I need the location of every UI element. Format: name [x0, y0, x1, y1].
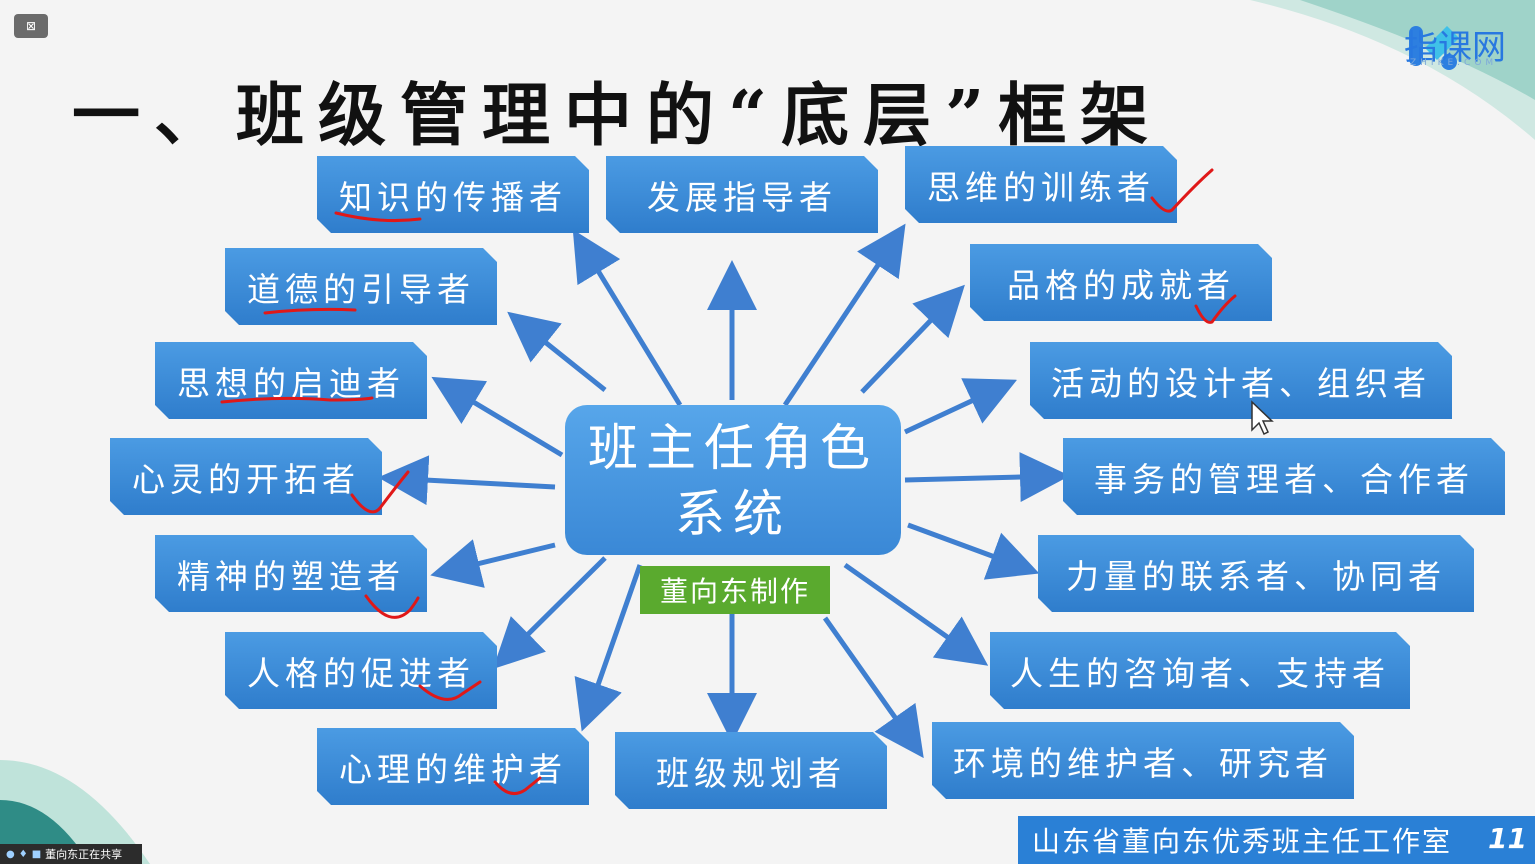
role-label: 思想的启迪者 [177, 363, 405, 403]
role-label: 事务的管理者、合作者 [1094, 459, 1474, 499]
role-box-life: 人生的咨询者、支持者 [990, 632, 1410, 709]
role-label: 发展指导者 [647, 177, 837, 217]
check-annotation [1150, 168, 1214, 213]
screen-share-icon: ■ [31, 848, 42, 860]
user-icon: ● [6, 848, 15, 860]
underline-annotation [263, 307, 357, 315]
role-label: 环境的维护者、研究者 [953, 743, 1333, 783]
role-label: 力量的联系者、协同者 [1066, 556, 1446, 596]
underline-annotation [334, 211, 422, 223]
underline-annotation [220, 396, 374, 404]
role-label: 心理的维护者 [339, 749, 567, 789]
page-number: 11 [1488, 822, 1527, 855]
arrow [843, 562, 989, 666]
role-box-knowledge: 知识的传播者 [317, 156, 589, 233]
arrow [430, 539, 556, 588]
role-box-psychology: 心理的维护者 [317, 728, 589, 805]
role-label: 思维的训练者 [927, 167, 1155, 207]
center-line1: 班主任角色 [588, 419, 878, 477]
arrow [907, 522, 1040, 580]
role-label: 心灵的开拓者 [132, 459, 360, 499]
role-label: 知识的传播者 [339, 177, 567, 217]
share-status-text: 董向东正在共享 [45, 848, 123, 861]
role-box-spirit: 精神的塑造者 [155, 535, 427, 612]
role-label: 活动的设计者、组织者 [1051, 363, 1431, 403]
footer-bar [1018, 816, 1535, 864]
check-annotation [1194, 294, 1237, 324]
role-box-environment: 环境的维护者、研究者 [932, 722, 1354, 799]
footer-text: 山东省董向东优秀班主任工作室 [1032, 825, 1453, 858]
logo-sub: ZHIKE.COM [1410, 58, 1498, 68]
role-box-soul: 心灵的开拓者 [110, 438, 382, 515]
role-label: 班级规划者 [656, 753, 846, 793]
arrow [431, 376, 564, 458]
role-box-forces: 力量的联系者、协同者 [1038, 535, 1474, 612]
check-annotation [493, 776, 542, 796]
slide-title: 一、班级管理中的“底层”框架 [72, 76, 1163, 156]
role-box-thinking: 思维的训练者 [905, 146, 1177, 223]
share-status-bar[interactable]: ● ♦ ■ 董向东正在共享 [0, 844, 142, 864]
center-node: 班主任角色 系统 [565, 405, 901, 555]
zhike-logo-icon [1409, 26, 1459, 70]
role-label: 人格的促进者 [247, 653, 475, 693]
check-annotation [364, 594, 420, 619]
role-label: 人生的咨询者、支持者 [1010, 653, 1390, 693]
role-box-activity: 活动的设计者、组织者 [1030, 342, 1452, 419]
arrow [378, 455, 556, 506]
arrow [822, 616, 924, 759]
role-label: 精神的塑造者 [177, 556, 405, 596]
check-annotation [350, 470, 410, 514]
role-box-planning: 班级规划者 [615, 732, 887, 809]
role-box-thought: 思想的启迪者 [155, 342, 427, 419]
check-annotation [418, 680, 482, 701]
mic-icon: ♦ [18, 848, 28, 860]
arrow [903, 378, 1018, 435]
arrow [492, 556, 607, 670]
role-box-affairs: 事务的管理者、合作者 [1063, 438, 1505, 515]
role-label: 品格的成就者 [1007, 265, 1235, 305]
role-box-personality: 人格的促进者 [225, 632, 497, 709]
role-box-development: 发展指导者 [606, 156, 878, 233]
layout-icon[interactable]: ⊠ [14, 14, 48, 38]
arrow [507, 311, 607, 392]
center-line2: 系统 [675, 485, 791, 543]
logo-name: 指课网 [1404, 28, 1506, 68]
arrow [782, 223, 906, 407]
arrow [574, 564, 643, 732]
arrow [860, 284, 965, 394]
arrow [572, 229, 683, 407]
role-label: 道德的引导者 [247, 269, 475, 309]
maker-label: 董向东制作 [640, 566, 830, 614]
arrow [904, 452, 1070, 503]
